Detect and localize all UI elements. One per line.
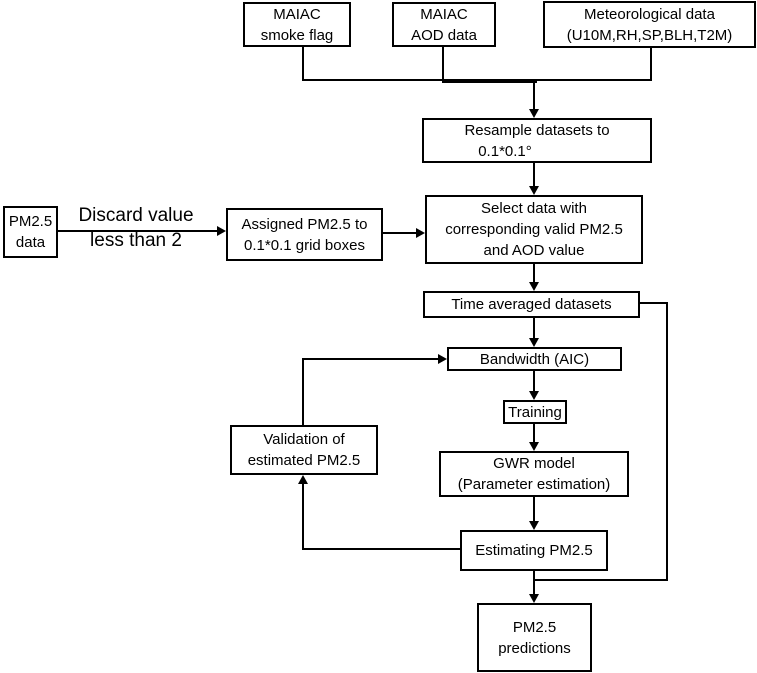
node-bandwidth-aic: Bandwidth (AIC): [447, 347, 622, 371]
node-label-line: MAIAC: [420, 5, 468, 23]
node-gwr-model: GWR model (Parameter estimation): [439, 451, 629, 497]
node-maiac-aod-data: MAIAC AOD data: [392, 2, 496, 47]
arrowhead-into-bandwidth-left: [438, 354, 447, 364]
edge-estimating-to-validation-v: [302, 484, 304, 550]
edge-resample-to-select: [533, 163, 535, 186]
node-label-line: PM2.5: [512, 618, 557, 636]
edge-timeavg-to-bandwidth: [533, 318, 535, 338]
edge-merge-to-resample: [533, 81, 535, 109]
edge-pm25data-to-assigned: [57, 230, 217, 232]
node-label-line: Estimating PM2.5: [475, 542, 593, 559]
edge-gwr-to-estimating: [533, 497, 535, 521]
edge-select-to-timeavg: [533, 264, 535, 282]
arrowhead-into-validation: [298, 475, 308, 484]
arrowhead-into-training: [529, 391, 539, 400]
edge-label-line: less than 2: [90, 230, 182, 251]
node-label-line: (Parameter estimation): [457, 476, 611, 493]
edge-label-line: Discard value: [78, 205, 194, 226]
node-label-line: estimated PM2.5: [247, 452, 361, 469]
node-label-line: (U10M,RH,SP,BLH,T2M): [566, 26, 733, 44]
arrowhead-into-assigned: [217, 226, 226, 236]
node-label-line: corresponding valid PM2.5: [445, 221, 623, 238]
arrowhead-into-estimating: [529, 521, 539, 530]
node-select-data: Select data with corresponding valid PM2…: [425, 195, 643, 264]
edge-validation-to-bandwidth-v: [302, 359, 304, 425]
node-label-line: Time averaged datasets: [451, 296, 612, 313]
edge-aod-drop: [442, 46, 444, 81]
node-validation: Validation of estimated PM2.5: [230, 425, 378, 475]
node-label-line: Resample datasets to: [464, 121, 610, 139]
node-label-line: data: [15, 234, 46, 251]
node-label-line: Training: [508, 403, 562, 421]
node-label-line: 0.1*0.1 grid boxes: [244, 236, 365, 254]
node-pm25-predictions: PM2.5 predictions: [477, 603, 592, 672]
edge-timeavg-bypass-join: [535, 579, 668, 581]
node-label-line: Validation of: [263, 431, 345, 448]
edge-estimating-to-predictions: [533, 571, 535, 594]
edge-met-drop: [650, 47, 652, 81]
node-label-line: 0.1*0.1°: [478, 142, 532, 160]
node-training: Training: [503, 400, 567, 424]
node-label-line: Select data with: [481, 200, 587, 217]
node-label-line: smoke flag: [260, 26, 334, 44]
node-assigned-pm25: Assigned PM2.5 to 0.1*0.1 grid boxes: [226, 208, 383, 261]
edge-label-discard: Discard value less than 2: [66, 203, 206, 253]
node-label-line: GWR model: [493, 455, 575, 472]
edge-assigned-to-select: [383, 232, 416, 234]
node-resample-datasets: Resample datasets to 0.1*0.1°: [422, 118, 652, 163]
node-label-line: predictions: [498, 639, 571, 657]
edge-validation-to-bandwidth-h: [302, 358, 438, 360]
arrowhead-into-predictions: [529, 594, 539, 603]
edge-timeavg-bypass-down: [666, 302, 668, 581]
arrowhead-into-timeavg: [529, 282, 539, 291]
node-pm25-data: PM2.5 data: [3, 206, 58, 258]
node-meteorological-data: Meteorological data (U10M,RH,SP,BLH,T2M): [543, 1, 756, 48]
node-maiac-smoke-flag: MAIAC smoke flag: [243, 2, 351, 47]
edge-estimating-to-validation-h: [303, 548, 460, 550]
edge-training-to-gwr: [533, 424, 535, 442]
node-label-line: AOD data: [411, 26, 477, 44]
node-label-line: PM2.5: [8, 213, 53, 230]
node-label-line: and AOD value: [483, 242, 585, 259]
arrowhead-into-select: [529, 186, 539, 195]
arrowhead-into-resample: [529, 109, 539, 118]
edge-merge-line-thick: [442, 80, 537, 83]
edge-smoke-flag-drop: [302, 46, 304, 81]
arrowhead-into-bandwidth-top: [529, 338, 539, 347]
node-time-averaged: Time averaged datasets: [423, 291, 640, 318]
node-label-line: Assigned PM2.5 to: [241, 215, 368, 233]
node-label-line: MAIAC: [273, 5, 321, 23]
edge-timeavg-bypass-out: [640, 302, 668, 304]
node-estimating-pm25: Estimating PM2.5: [460, 530, 608, 571]
node-label-line: Meteorological data: [584, 5, 715, 23]
arrowhead-into-select-left: [416, 228, 425, 238]
edge-bandwidth-to-training: [533, 371, 535, 391]
arrowhead-into-gwr: [529, 442, 539, 451]
node-label-line: Bandwidth (AIC): [479, 350, 590, 368]
